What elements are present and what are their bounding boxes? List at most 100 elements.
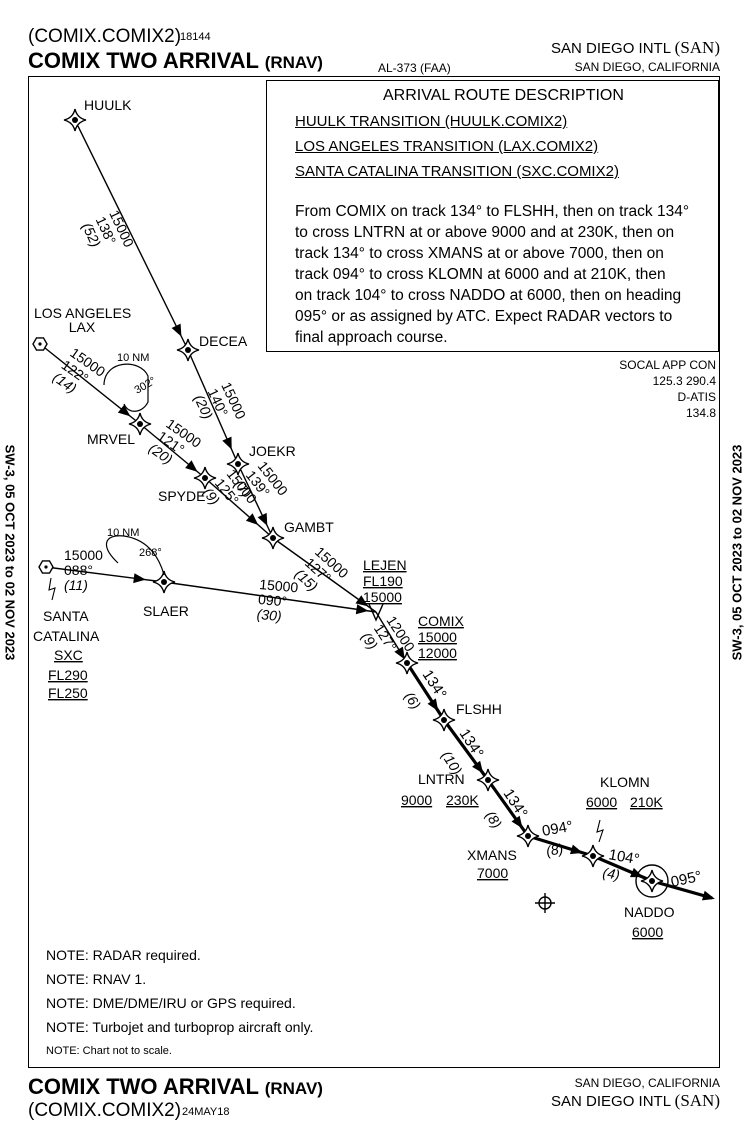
leg-naddo-heading-crs: 095° bbox=[669, 868, 703, 891]
note-not-to-scale: NOTE: Chart not to scale. bbox=[46, 1045, 172, 1057]
fix-label-huulk: HUULK bbox=[84, 97, 132, 113]
footer-title: COMIX TWO ARRIVAL (RNAV) bbox=[28, 1074, 323, 1100]
fix-label-lax-name: LOS ANGELES bbox=[34, 305, 131, 321]
header-airport: SAN DIEGO INTL (SAN) bbox=[551, 38, 720, 58]
leg-comix-flshh-dist: (6) bbox=[401, 689, 424, 712]
leg-sxc-slaer-dist: (11) bbox=[64, 577, 88, 593]
header-title-text: COMIX TWO ARRIVAL bbox=[28, 48, 259, 73]
transition-huulk[interactable]: HUULK TRANSITION (HUULK.COMIX2) bbox=[295, 113, 568, 130]
fix-label-spyde: SPYDE bbox=[158, 488, 205, 504]
hold-sxc-dist: 10 NM bbox=[107, 527, 139, 539]
leg-naddo-heading bbox=[651, 879, 713, 900]
waypoint-slaer-icon bbox=[152, 570, 176, 594]
waypoint-naddo-icon bbox=[640, 869, 664, 893]
fix-label-sxc-alt2: FL250 bbox=[48, 685, 88, 701]
fix-label-sxc-name1: SANTA bbox=[43, 608, 89, 624]
leg-sxc-slaer-crs: 088° bbox=[64, 562, 93, 578]
transition-lax[interactable]: LOS ANGELES TRANSITION (LAX.COMIX2) bbox=[295, 138, 599, 155]
waypoint-gambt-icon bbox=[261, 526, 285, 550]
hold-lax-icon bbox=[103, 363, 149, 412]
waypoint-slaer-icon-center bbox=[161, 579, 167, 585]
arrowhead-xmans bbox=[511, 815, 523, 829]
description-line: track 094° to cross KLOMN at 6000 and at… bbox=[295, 266, 666, 283]
fix-label-slaer: SLAER bbox=[143, 603, 189, 619]
footer-amdt-date: 24MAY18 bbox=[182, 1106, 230, 1118]
fix-label-xmans-alt: 7000 bbox=[477, 865, 508, 881]
description-line: track 134° to cross XMANS at or above 70… bbox=[295, 245, 664, 262]
waypoint-flshh-icon bbox=[432, 708, 456, 732]
note-radar: NOTE: RADAR required. bbox=[46, 947, 201, 963]
header-airport-name: SAN DIEGO INTL bbox=[551, 40, 671, 57]
klomn-bearing-mark-icon bbox=[596, 819, 604, 843]
fix-label-lejen-alt1: FL190 bbox=[363, 573, 403, 589]
waypoint-comix-icon bbox=[395, 651, 419, 675]
waypoint-klomn-icon-center bbox=[590, 853, 596, 859]
fix-label-naddo: NADDO bbox=[624, 904, 675, 920]
leg-xmans-klomn-dist: (8) bbox=[545, 840, 565, 859]
fix-label-flshh: FLSHH bbox=[456, 701, 502, 717]
waypoint-naddo-icon-center bbox=[649, 878, 655, 884]
arrowhead-spyde bbox=[185, 460, 198, 472]
fix-label-klomn-alt: 6000 bbox=[586, 794, 617, 810]
waypoint-joekr-icon bbox=[226, 452, 250, 476]
waypoint-lntrn-icon bbox=[476, 768, 500, 792]
fix-label-klomn: KLOMN bbox=[600, 774, 650, 790]
footer-title-text: COMIX TWO ARRIVAL bbox=[28, 1074, 259, 1099]
leg-huulk-decea bbox=[74, 119, 189, 351]
leg-lejen-comix-dist: (9) bbox=[358, 629, 381, 652]
naddo-iaf-ring-icon bbox=[635, 864, 669, 898]
arrowhead-lntrn bbox=[472, 760, 484, 774]
description-line: on track 104° to cross NADDO at 6000, th… bbox=[295, 287, 682, 304]
arrowhead-heading bbox=[701, 890, 715, 901]
fix-label-comix-alt1: 15000 bbox=[418, 629, 457, 645]
fix-label-lntrn-spd: 230K bbox=[446, 792, 479, 808]
leg-xmans-klomn-crs: 094° bbox=[541, 818, 575, 840]
fix-label-comix-alt2: 12000 bbox=[418, 645, 457, 661]
fix-label-comix: COMIX bbox=[418, 613, 465, 629]
footer-airport: SAN DIEGO INTL (SAN) bbox=[551, 1091, 720, 1111]
fix-label-lejen: LEJEN bbox=[363, 557, 407, 573]
arrowhead-gambt bbox=[257, 512, 268, 526]
description-line: 095° or as assigned by ATC. Expect RADAR… bbox=[295, 308, 673, 325]
waypoint-spyde-icon bbox=[193, 466, 217, 490]
fix-label-gambt: GAMBT bbox=[284, 519, 334, 535]
hold-lax-crs: 302° bbox=[133, 375, 159, 397]
fix-label-naddo-alt: 6000 bbox=[632, 924, 663, 940]
leg-slaer-lejen-alt: 15000 bbox=[259, 576, 299, 595]
description-heading: ARRIVAL ROUTE DESCRIPTION bbox=[383, 87, 624, 104]
side-validity-left: SW-3, 05 OCT 2023 to 02 NOV 2023 bbox=[2, 444, 18, 661]
description-line: to cross LNTRN at or above 9000 and at 2… bbox=[295, 224, 675, 241]
hold-sxc-icon bbox=[106, 535, 165, 576]
chart-frame bbox=[28, 76, 720, 1068]
fix-label-sxc-name2: CATALINA bbox=[33, 628, 100, 644]
vor-sxc-icon-dot bbox=[44, 565, 48, 569]
arrowhead-flshh bbox=[427, 698, 439, 712]
footer-airport-id: (SAN) bbox=[674, 1091, 720, 1110]
arrowhead-naddo bbox=[629, 867, 643, 878]
fix-label-klomn-spd: 210K bbox=[630, 794, 663, 810]
waypoint-mrvel-icon-center bbox=[137, 421, 143, 427]
hold-lax-dist: 10 NM bbox=[117, 352, 149, 364]
leg-spyde-gambt bbox=[204, 477, 274, 539]
note-aircraft: NOTE: Turbojet and turboprop aircraft on… bbox=[46, 1019, 314, 1035]
fix-label-sxc-alt1: FL290 bbox=[48, 667, 88, 683]
waypoint-klomn-icon bbox=[581, 844, 605, 868]
footer-title-suffix: (RNAV) bbox=[264, 1079, 323, 1098]
arrowhead-mrvel bbox=[117, 404, 131, 417]
fix-label-lntrn-alt: 9000 bbox=[401, 792, 432, 808]
atis-label: D-ATIS bbox=[677, 390, 716, 404]
waypoint-mrvel-icon bbox=[128, 412, 152, 436]
arrowhead-slaer bbox=[133, 573, 146, 584]
header-title: COMIX TWO ARRIVAL (RNAV) bbox=[28, 48, 323, 74]
fix-label-xmans: XMANS bbox=[467, 847, 517, 863]
arrowhead-lejen bbox=[355, 595, 369, 607]
waypoint-decea-icon bbox=[176, 338, 200, 362]
fix-label-lax-id: LAX bbox=[69, 319, 96, 335]
header-airport-id: (SAN) bbox=[674, 38, 720, 57]
waypoint-decea-icon-center bbox=[185, 347, 191, 353]
transition-sxc[interactable]: SANTA CATALINA TRANSITION (SXC.COMIX2) bbox=[295, 163, 619, 180]
header-proc-code: (COMIX.COMIX2) bbox=[28, 26, 182, 47]
footer-proc-code: (COMIX.COMIX2) bbox=[28, 1100, 182, 1121]
leg-klomn-naddo-crs: 104° bbox=[607, 846, 641, 868]
